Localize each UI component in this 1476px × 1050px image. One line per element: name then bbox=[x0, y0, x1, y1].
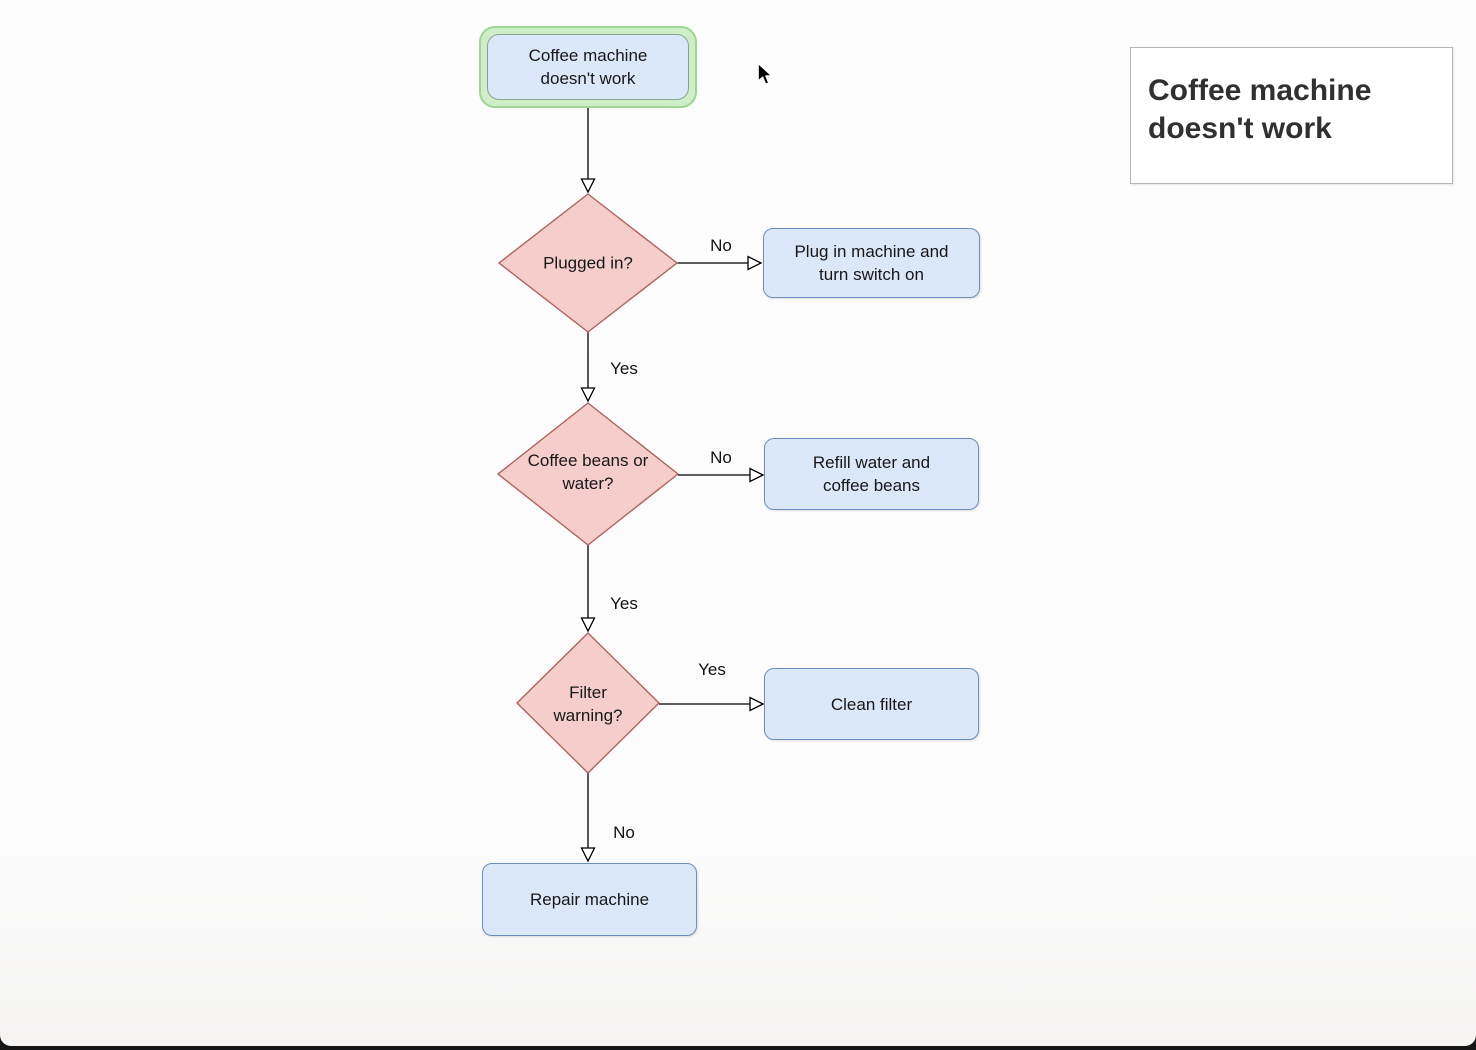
node-action-refill[interactable]: Refill water and coffee beans bbox=[764, 438, 979, 510]
mouse-cursor-icon bbox=[757, 62, 773, 86]
node-decision-plugged-label[interactable]: Plugged in? bbox=[543, 253, 633, 273]
node-decision-beans-water-label[interactable]: Coffee beans or water? bbox=[527, 451, 649, 493]
edge-label-filter-no[interactable]: No bbox=[613, 823, 635, 842]
node-action-plug-in[interactable]: Plug in machine and turn switch on bbox=[763, 228, 980, 298]
edge-label-beans-yes[interactable]: Yes bbox=[610, 594, 638, 613]
edge-label-filter-yes[interactable]: Yes bbox=[698, 660, 726, 679]
edge-filter-yes[interactable] bbox=[659, 696, 765, 712]
node-decision-filter-label[interactable]: Filter warning? bbox=[553, 683, 623, 725]
edge-label-plugged-no[interactable]: No bbox=[710, 236, 732, 255]
edge-filter-no[interactable] bbox=[580, 773, 596, 863]
bottom-window-edge bbox=[0, 1035, 1476, 1050]
edge-label-plugged-yes[interactable]: Yes bbox=[610, 359, 638, 378]
title-panel[interactable]: Coffee machine doesn't work bbox=[1130, 47, 1453, 184]
node-start[interactable]: Coffee machine doesn't work bbox=[487, 34, 689, 100]
edge-start-to-plugged[interactable] bbox=[580, 100, 596, 194]
edge-plugged-yes[interactable] bbox=[580, 332, 596, 403]
node-action-clean-filter[interactable]: Clean filter bbox=[764, 668, 979, 740]
edge-beans-no[interactable] bbox=[678, 467, 765, 483]
edge-plugged-no[interactable] bbox=[677, 255, 763, 271]
edge-label-beans-no[interactable]: No bbox=[710, 448, 732, 467]
node-end-repair[interactable]: Repair machine bbox=[482, 863, 697, 936]
bottom-window-edge-inner bbox=[0, 1035, 1476, 1046]
edge-beans-yes[interactable] bbox=[580, 545, 596, 633]
